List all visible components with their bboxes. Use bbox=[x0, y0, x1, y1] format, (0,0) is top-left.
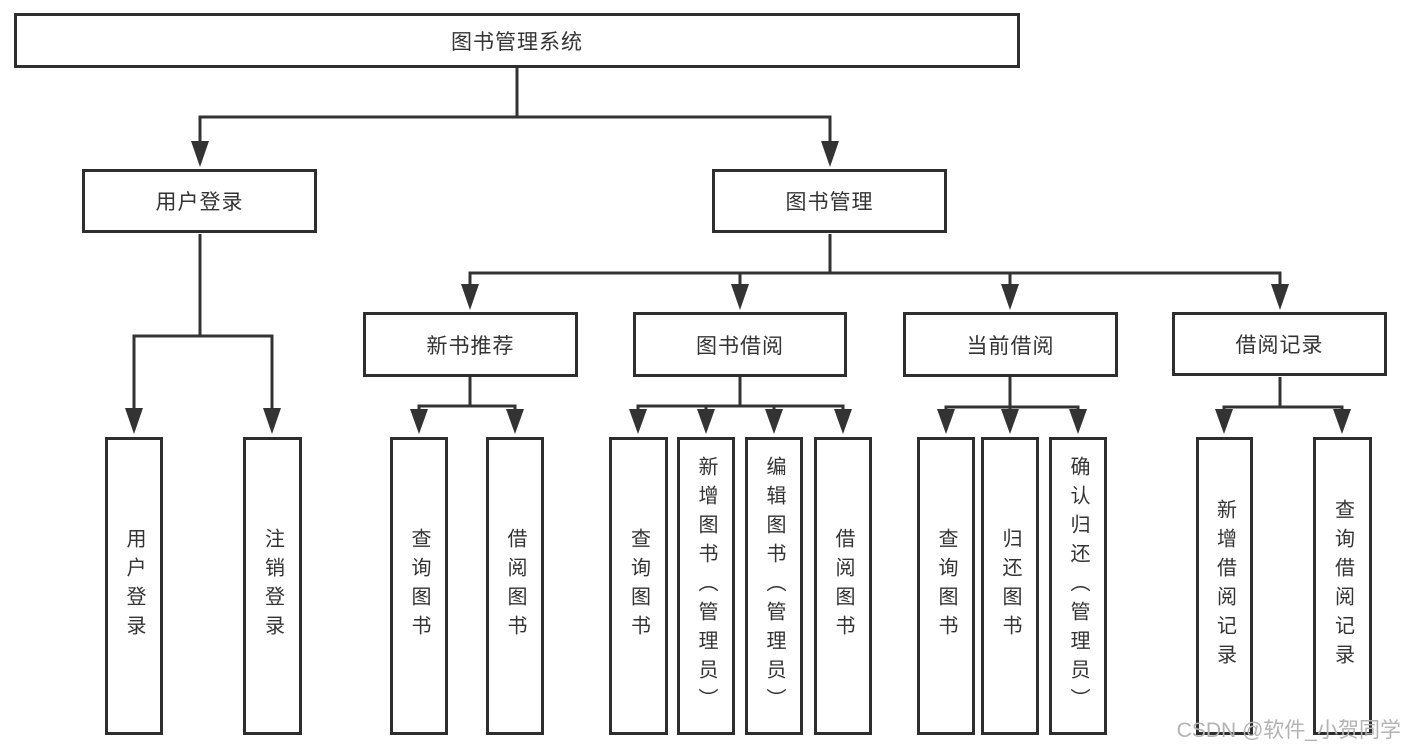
arrow-icon bbox=[1333, 409, 1351, 434]
connector-book-borrowing-branch bbox=[636, 377, 845, 416]
node-label: 借阅图书 bbox=[832, 528, 854, 644]
node-label: 归还图书 bbox=[999, 528, 1021, 644]
arrow-icon bbox=[1215, 409, 1233, 434]
node-label: 用户登录 bbox=[155, 191, 244, 214]
arrow-icon bbox=[410, 409, 428, 434]
arrow-icon bbox=[506, 409, 524, 434]
arrow-icon bbox=[1001, 284, 1019, 310]
arrow-icon bbox=[461, 284, 479, 310]
connector-borrowing-records-branch bbox=[1222, 377, 1344, 416]
connector-root bbox=[198, 68, 832, 150]
arrow-icon bbox=[1069, 409, 1087, 434]
node-label: 查询图书 bbox=[935, 528, 957, 644]
arrow-icon bbox=[937, 409, 955, 434]
node-label: 编辑图书（管理员） bbox=[763, 455, 785, 717]
node-query-books-3: 查询图书 bbox=[917, 437, 975, 735]
arrow-icon bbox=[629, 409, 647, 434]
arrow-icon bbox=[765, 409, 783, 434]
arrow-icon bbox=[263, 408, 281, 434]
node-label: 注销登录 bbox=[261, 528, 284, 644]
node-label: 当前借阅 bbox=[966, 334, 1055, 358]
node-book-management: 图书管理 bbox=[712, 169, 947, 233]
node-add-borrow-record: 新增借阅记录 bbox=[1196, 437, 1253, 735]
node-user-login-leaf: 用户登录 bbox=[105, 437, 163, 735]
node-label: 新书推荐 bbox=[426, 334, 515, 358]
node-confirm-return-admin: 确认归还（管理员） bbox=[1049, 437, 1107, 735]
node-borrow-books-1: 借阅图书 bbox=[486, 437, 544, 735]
node-logout: 注销登录 bbox=[243, 437, 302, 735]
node-query-borrow-record: 查询借阅记录 bbox=[1313, 437, 1372, 735]
node-label: 用户登录 bbox=[123, 528, 145, 644]
node-label: 确认归还（管理员） bbox=[1067, 455, 1089, 717]
arrow-icon bbox=[191, 141, 209, 167]
arrow-icon bbox=[821, 141, 839, 167]
arrowheads bbox=[125, 141, 1351, 434]
node-query-books-2: 查询图书 bbox=[609, 437, 668, 735]
node-book-borrowing: 图书借阅 bbox=[633, 312, 847, 377]
arrow-icon bbox=[731, 284, 749, 310]
node-query-books-1: 查询图书 bbox=[390, 437, 448, 735]
watermark: CSDN @软件_小贺同学 bbox=[1176, 719, 1401, 742]
node-label: 新增图书（管理员） bbox=[695, 455, 717, 717]
arrow-icon bbox=[1001, 409, 1019, 434]
arrow-icon bbox=[1271, 284, 1289, 310]
node-label: 查询图书 bbox=[627, 528, 650, 644]
node-user-login: 用户登录 bbox=[82, 169, 317, 233]
node-label: 借阅记录 bbox=[1235, 334, 1324, 357]
node-library-management-system: 图书管理系统 bbox=[14, 13, 1020, 68]
arrow-icon bbox=[834, 409, 852, 434]
connector-book-management-branch bbox=[468, 234, 1282, 292]
connector-new-book-recommendation-branch bbox=[417, 377, 517, 416]
node-borrowing-records: 借阅记录 bbox=[1172, 312, 1387, 376]
node-edit-books-admin: 编辑图书（管理员） bbox=[745, 437, 803, 735]
node-add-books-admin: 新增图书（管理员） bbox=[677, 437, 735, 735]
node-borrow-books-2: 借阅图书 bbox=[814, 437, 872, 735]
node-label: 图书管理系统 bbox=[451, 30, 583, 54]
arrow-icon bbox=[125, 408, 143, 434]
node-return-books: 归还图书 bbox=[981, 437, 1039, 735]
node-label: 图书借阅 bbox=[696, 334, 784, 358]
node-new-book-recommendation: 新书推荐 bbox=[363, 312, 578, 377]
arrow-icon bbox=[697, 409, 715, 434]
node-label: 查询图书 bbox=[408, 528, 430, 644]
node-label: 图书管理 bbox=[785, 191, 874, 214]
node-label: 借阅图书 bbox=[504, 528, 526, 644]
connector-user-login-branch bbox=[132, 234, 274, 416]
node-label: 新增借阅记录 bbox=[1213, 499, 1236, 673]
node-current-borrowing: 当前借阅 bbox=[903, 312, 1118, 377]
node-label: 查询借阅记录 bbox=[1331, 499, 1354, 673]
